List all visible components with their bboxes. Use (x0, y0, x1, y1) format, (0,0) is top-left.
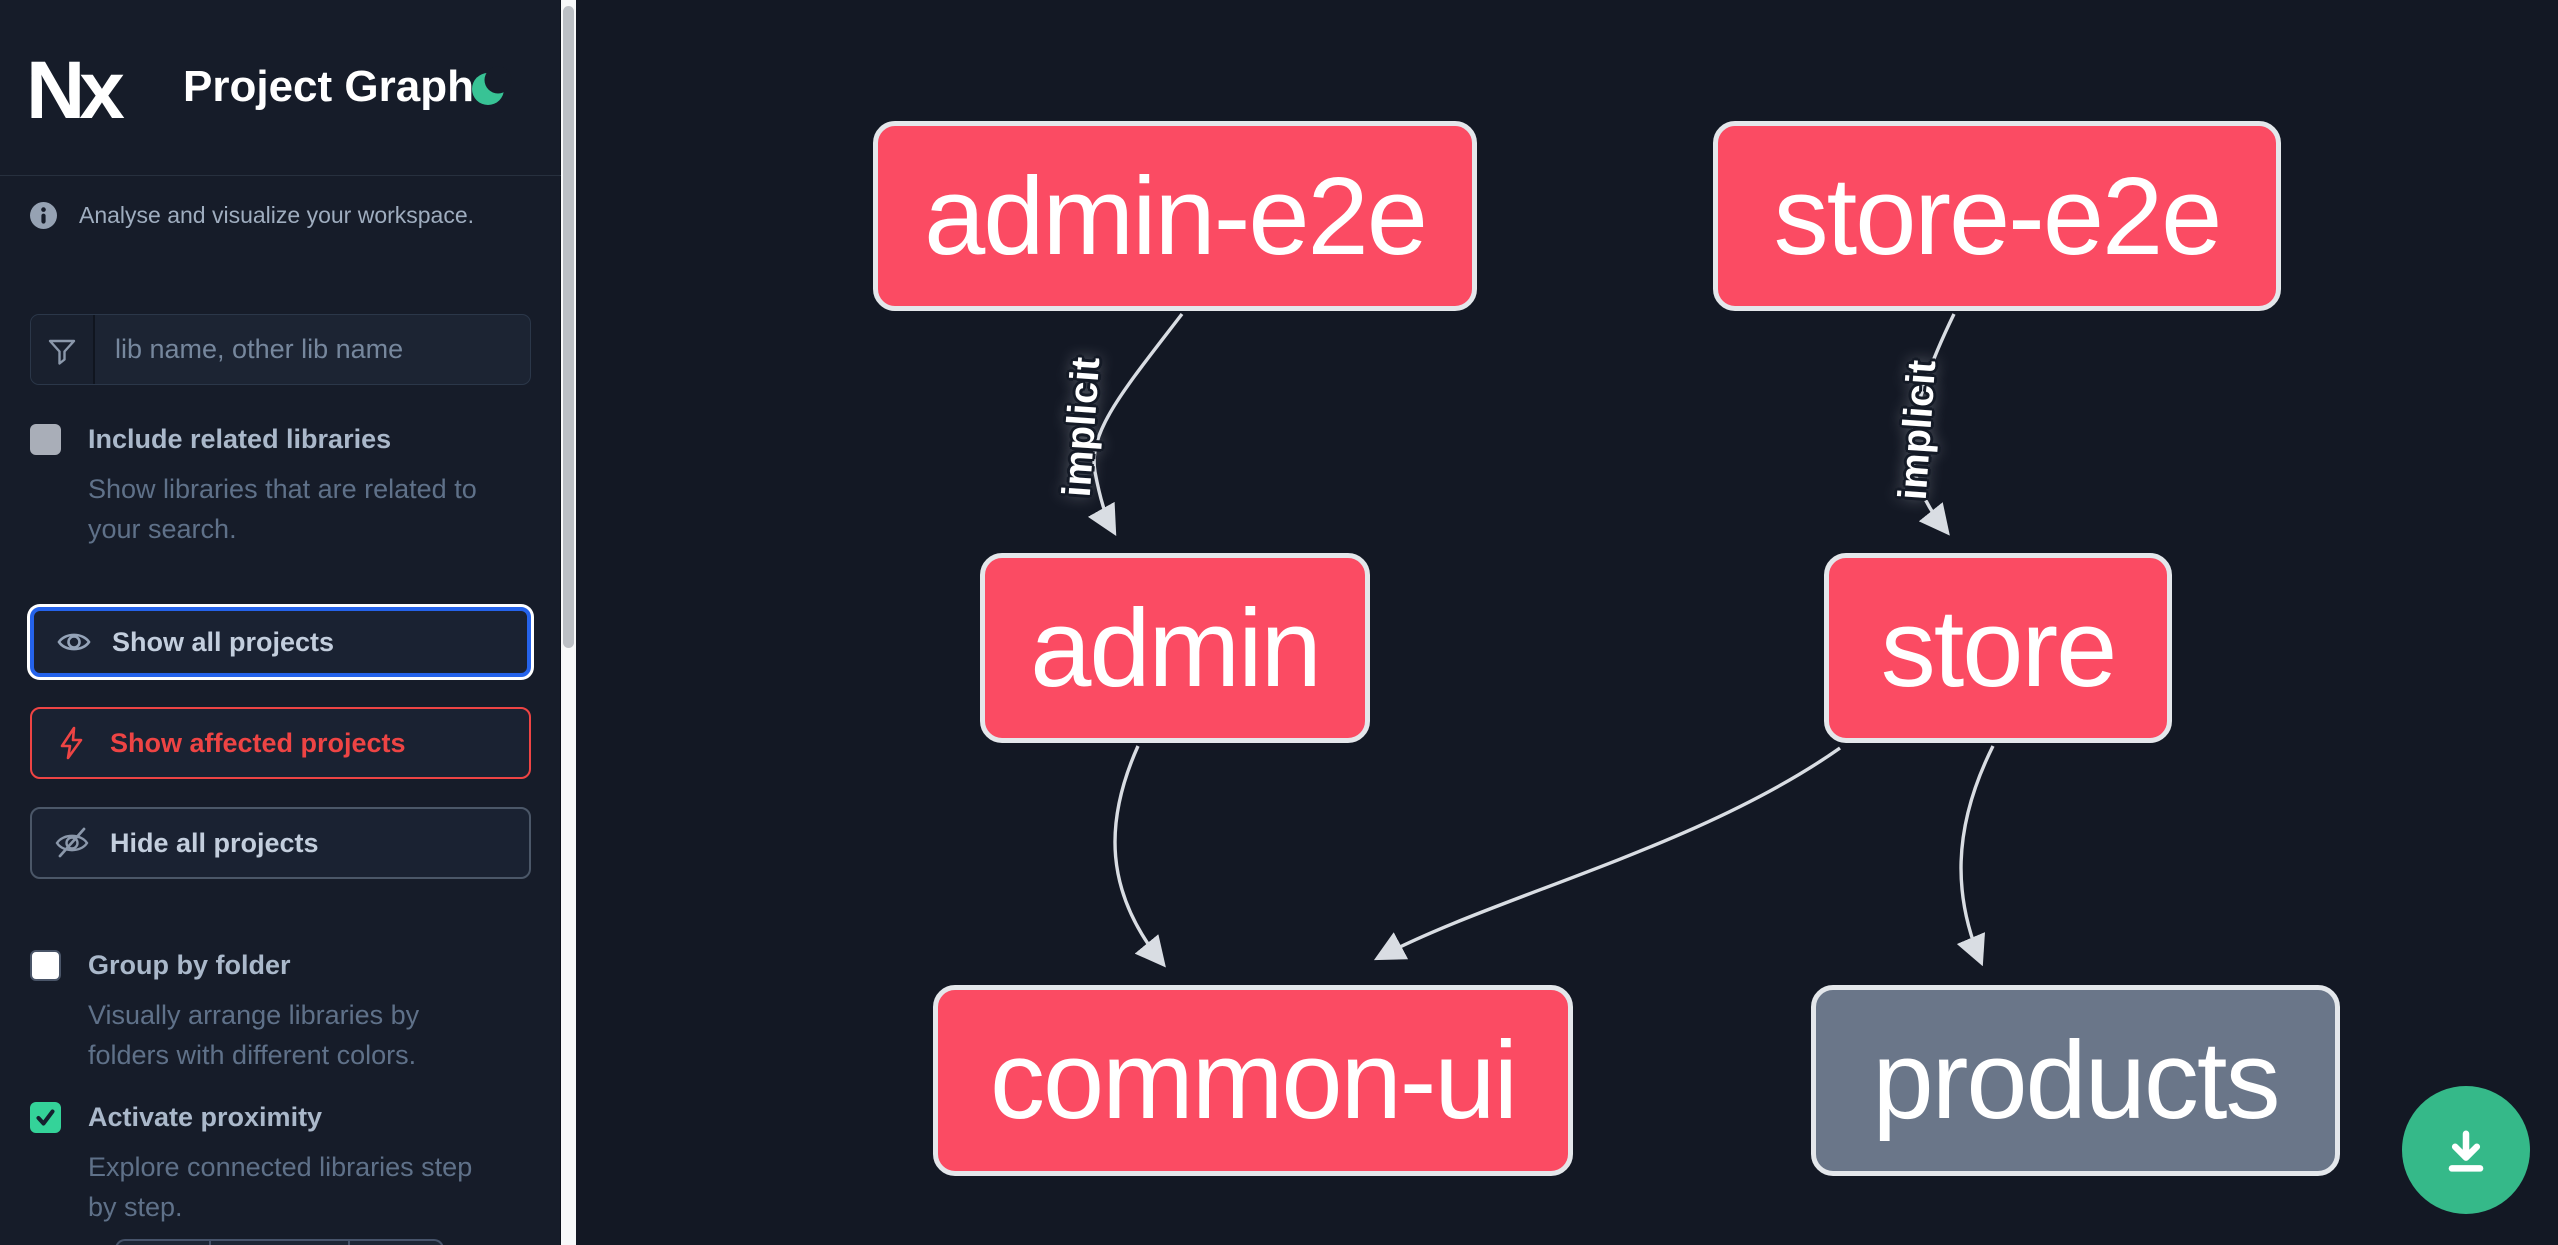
eye-icon (56, 624, 92, 660)
node-label: admin (1030, 586, 1322, 710)
graph-node-admin-e2e[interactable]: admin-e2e (873, 121, 1477, 311)
node-label: products (1872, 1019, 2281, 1142)
option-label: Include related libraries (88, 424, 392, 454)
option-label: Activate proximity (88, 1102, 323, 1132)
option-label: Group by folder (88, 950, 291, 980)
hide-all-projects-button[interactable]: Hide all projects (30, 807, 531, 879)
page-title: Project Graph (183, 62, 474, 111)
sidebar-scrollbar-thumb[interactable] (563, 6, 574, 648)
node-label: common-ui (989, 1019, 1518, 1142)
option-activate-proximity: Activate proximity Explore connected lib… (30, 1102, 510, 1227)
checkmark-icon (34, 1106, 57, 1129)
graph-node-common-ui[interactable]: common-ui (933, 985, 1573, 1176)
moon-icon (468, 66, 512, 110)
search-input[interactable] (95, 315, 530, 384)
sidebar-scrollbar-track (561, 0, 576, 1245)
nx-logo: Nx (26, 45, 125, 136)
button-label: Show all projects (112, 626, 335, 657)
option-group-by-folder: Group by folder Visually arrange librari… (30, 950, 510, 1075)
segment-divider (209, 1241, 211, 1245)
eye-off-icon (54, 825, 90, 861)
download-image-button[interactable] (2402, 1086, 2530, 1214)
tagline-text: Analyse and visualize your workspace. (79, 202, 475, 228)
button-label: Show affected projects (110, 727, 406, 758)
option-description: Visually arrange libraries by folders wi… (88, 1000, 420, 1070)
include-related-checkbox[interactable] (30, 424, 61, 455)
segment-divider (348, 1241, 350, 1245)
sidebar: Nx Project Graph Analyse and vis (0, 0, 561, 1245)
search-box (30, 314, 531, 385)
button-label: Hide all projects (110, 827, 319, 858)
option-include-related-libraries: Include related libraries Show libraries… (30, 424, 510, 549)
group-by-folder-checkbox[interactable] (30, 950, 61, 981)
graph-node-products[interactable]: products (1811, 985, 2340, 1176)
bolt-icon (54, 725, 90, 761)
node-label: store (1880, 586, 2118, 710)
workspace-tagline: Analyse and visualize your workspace. (30, 202, 474, 229)
activate-proximity-checkbox[interactable] (30, 1102, 61, 1133)
node-label: admin-e2e (924, 154, 1428, 278)
show-all-projects-button[interactable]: Show all projects (30, 607, 531, 677)
funnel-icon (31, 315, 95, 384)
graph-node-admin[interactable]: admin (980, 553, 1370, 743)
proximity-depth-control[interactable] (115, 1239, 444, 1245)
show-affected-projects-button[interactable]: Show affected projects (30, 707, 531, 779)
info-icon (30, 202, 57, 229)
sidebar-header: Nx Project Graph (0, 0, 561, 176)
graph-node-store[interactable]: store (1824, 553, 2172, 743)
graph-node-store-e2e[interactable]: store-e2e (1713, 121, 2281, 311)
dark-mode-toggle[interactable] (468, 66, 512, 110)
download-icon (2440, 1124, 2492, 1176)
option-description: Explore connected libraries step by step… (88, 1152, 473, 1222)
node-label: store-e2e (1773, 154, 2223, 278)
option-description: Show libraries that are related to your … (88, 474, 477, 544)
